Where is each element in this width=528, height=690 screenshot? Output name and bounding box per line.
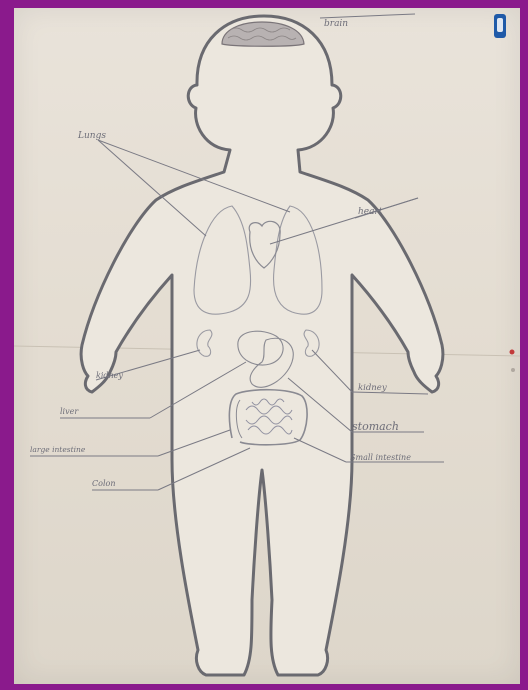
label-heart: heart	[358, 207, 383, 217]
label-small-intestine: Small intestine	[350, 453, 411, 462]
label-kidney-left: kidney	[96, 371, 123, 380]
label-colon: Colon	[92, 479, 115, 488]
label-lungs: Lungs	[77, 131, 106, 141]
pin-icon	[510, 350, 515, 355]
label-kidney-right: kidney	[358, 383, 387, 393]
label-brain: brain	[324, 19, 348, 29]
pin-icon	[511, 368, 515, 372]
body-outline	[81, 16, 443, 675]
label-liver: liver	[60, 407, 79, 416]
label-stomach: stomach	[352, 420, 399, 433]
sticker-detail	[497, 18, 503, 32]
label-large-intestine: large intestine	[30, 445, 86, 454]
